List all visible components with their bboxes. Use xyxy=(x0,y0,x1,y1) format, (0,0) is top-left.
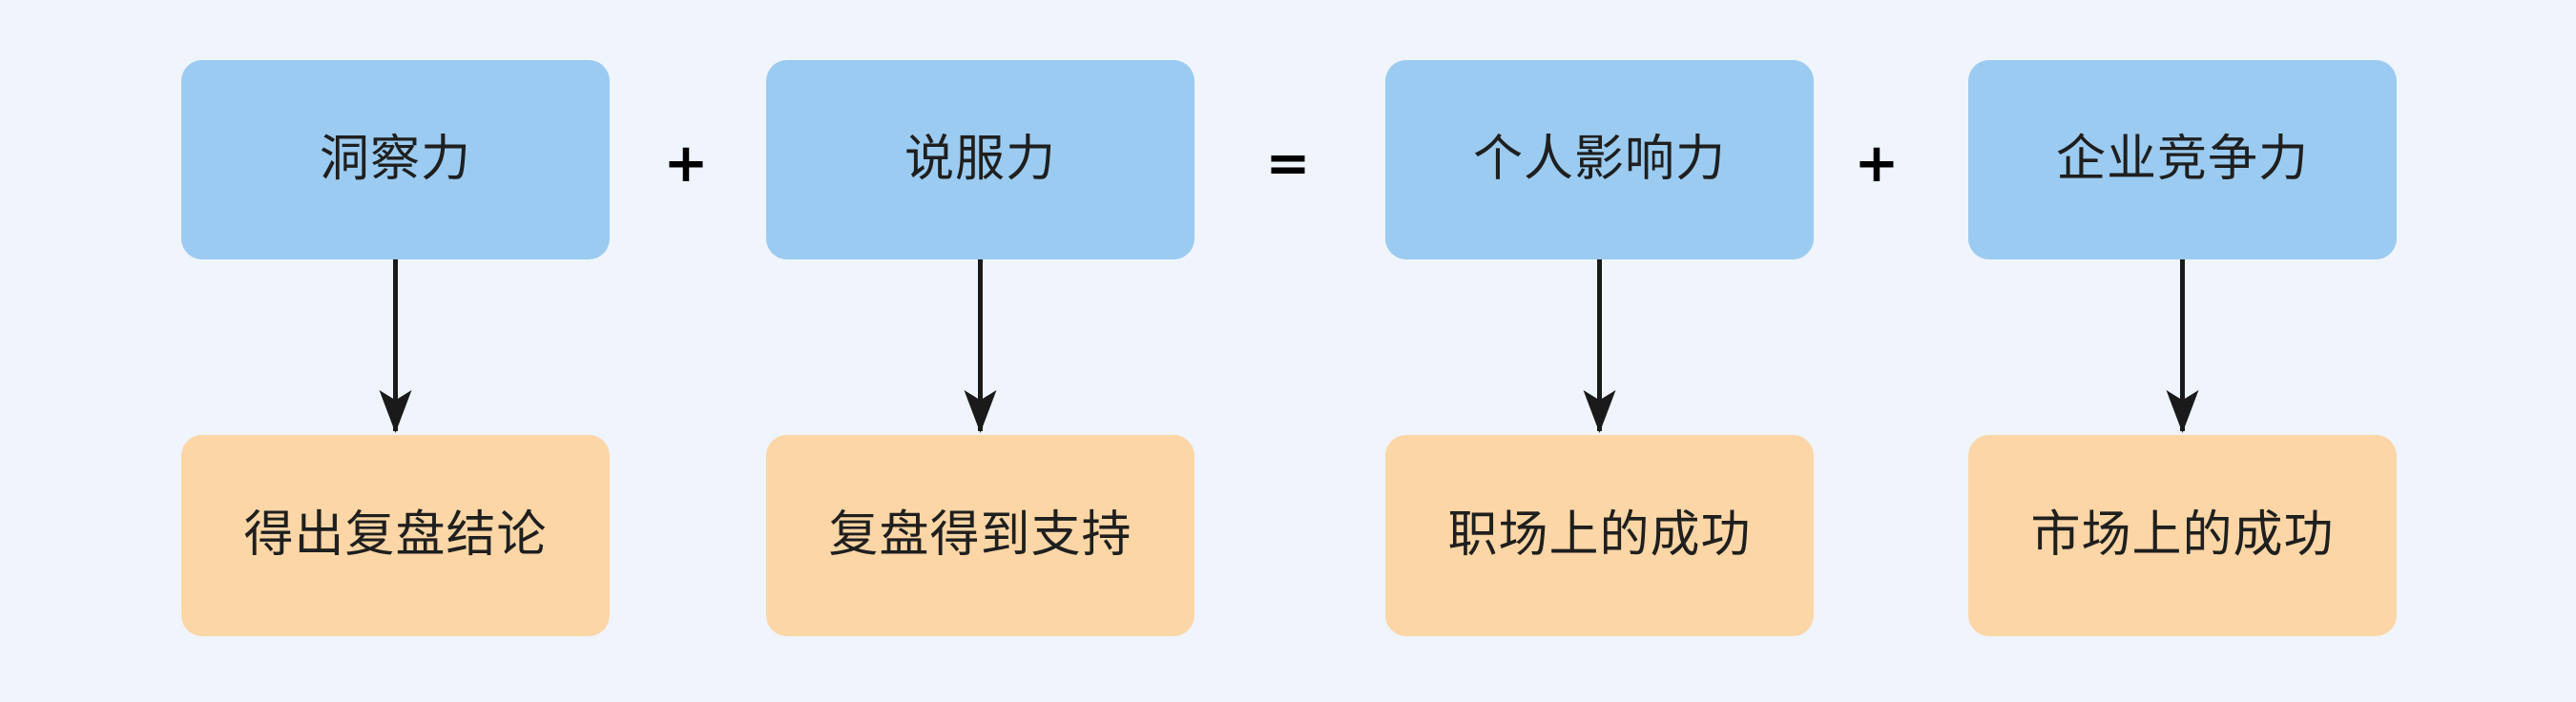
outcome-label-market-success: 市场上的成功 xyxy=(2030,506,2335,564)
outcome-box-workplace-success[interactable]: 职场上的成功 xyxy=(1385,435,1814,636)
outcome-box-review-support[interactable]: 复盘得到支持 xyxy=(766,435,1195,636)
capability-box-enterprise-competitiveness[interactable]: 企业竞争力 xyxy=(1968,60,2397,259)
outcome-label-workplace-success: 职场上的成功 xyxy=(1447,506,1752,564)
outcome-box-review-conclusion[interactable]: 得出复盘结论 xyxy=(181,435,610,636)
capability-label-persuasion: 说服力 xyxy=(904,130,1056,188)
capability-label-personal-influence: 个人影响力 xyxy=(1472,130,1726,188)
capability-label-insight: 洞察力 xyxy=(319,130,471,188)
operator-plus-first: + xyxy=(663,133,709,195)
capability-box-insight[interactable]: 洞察力 xyxy=(181,60,610,259)
outcome-label-review-support: 复盘得到支持 xyxy=(828,506,1132,564)
capability-box-personal-influence[interactable]: 个人影响力 xyxy=(1385,60,1814,259)
operator-equals: = xyxy=(1265,133,1311,195)
outcome-box-market-success[interactable]: 市场上的成功 xyxy=(1968,435,2397,636)
outcome-label-review-conclusion: 得出复盘结论 xyxy=(243,506,548,564)
operator-plus-second: + xyxy=(1854,133,1900,195)
capability-box-persuasion[interactable]: 说服力 xyxy=(766,60,1195,259)
capability-label-enterprise-competitiveness: 企业竞争力 xyxy=(2055,130,2309,188)
